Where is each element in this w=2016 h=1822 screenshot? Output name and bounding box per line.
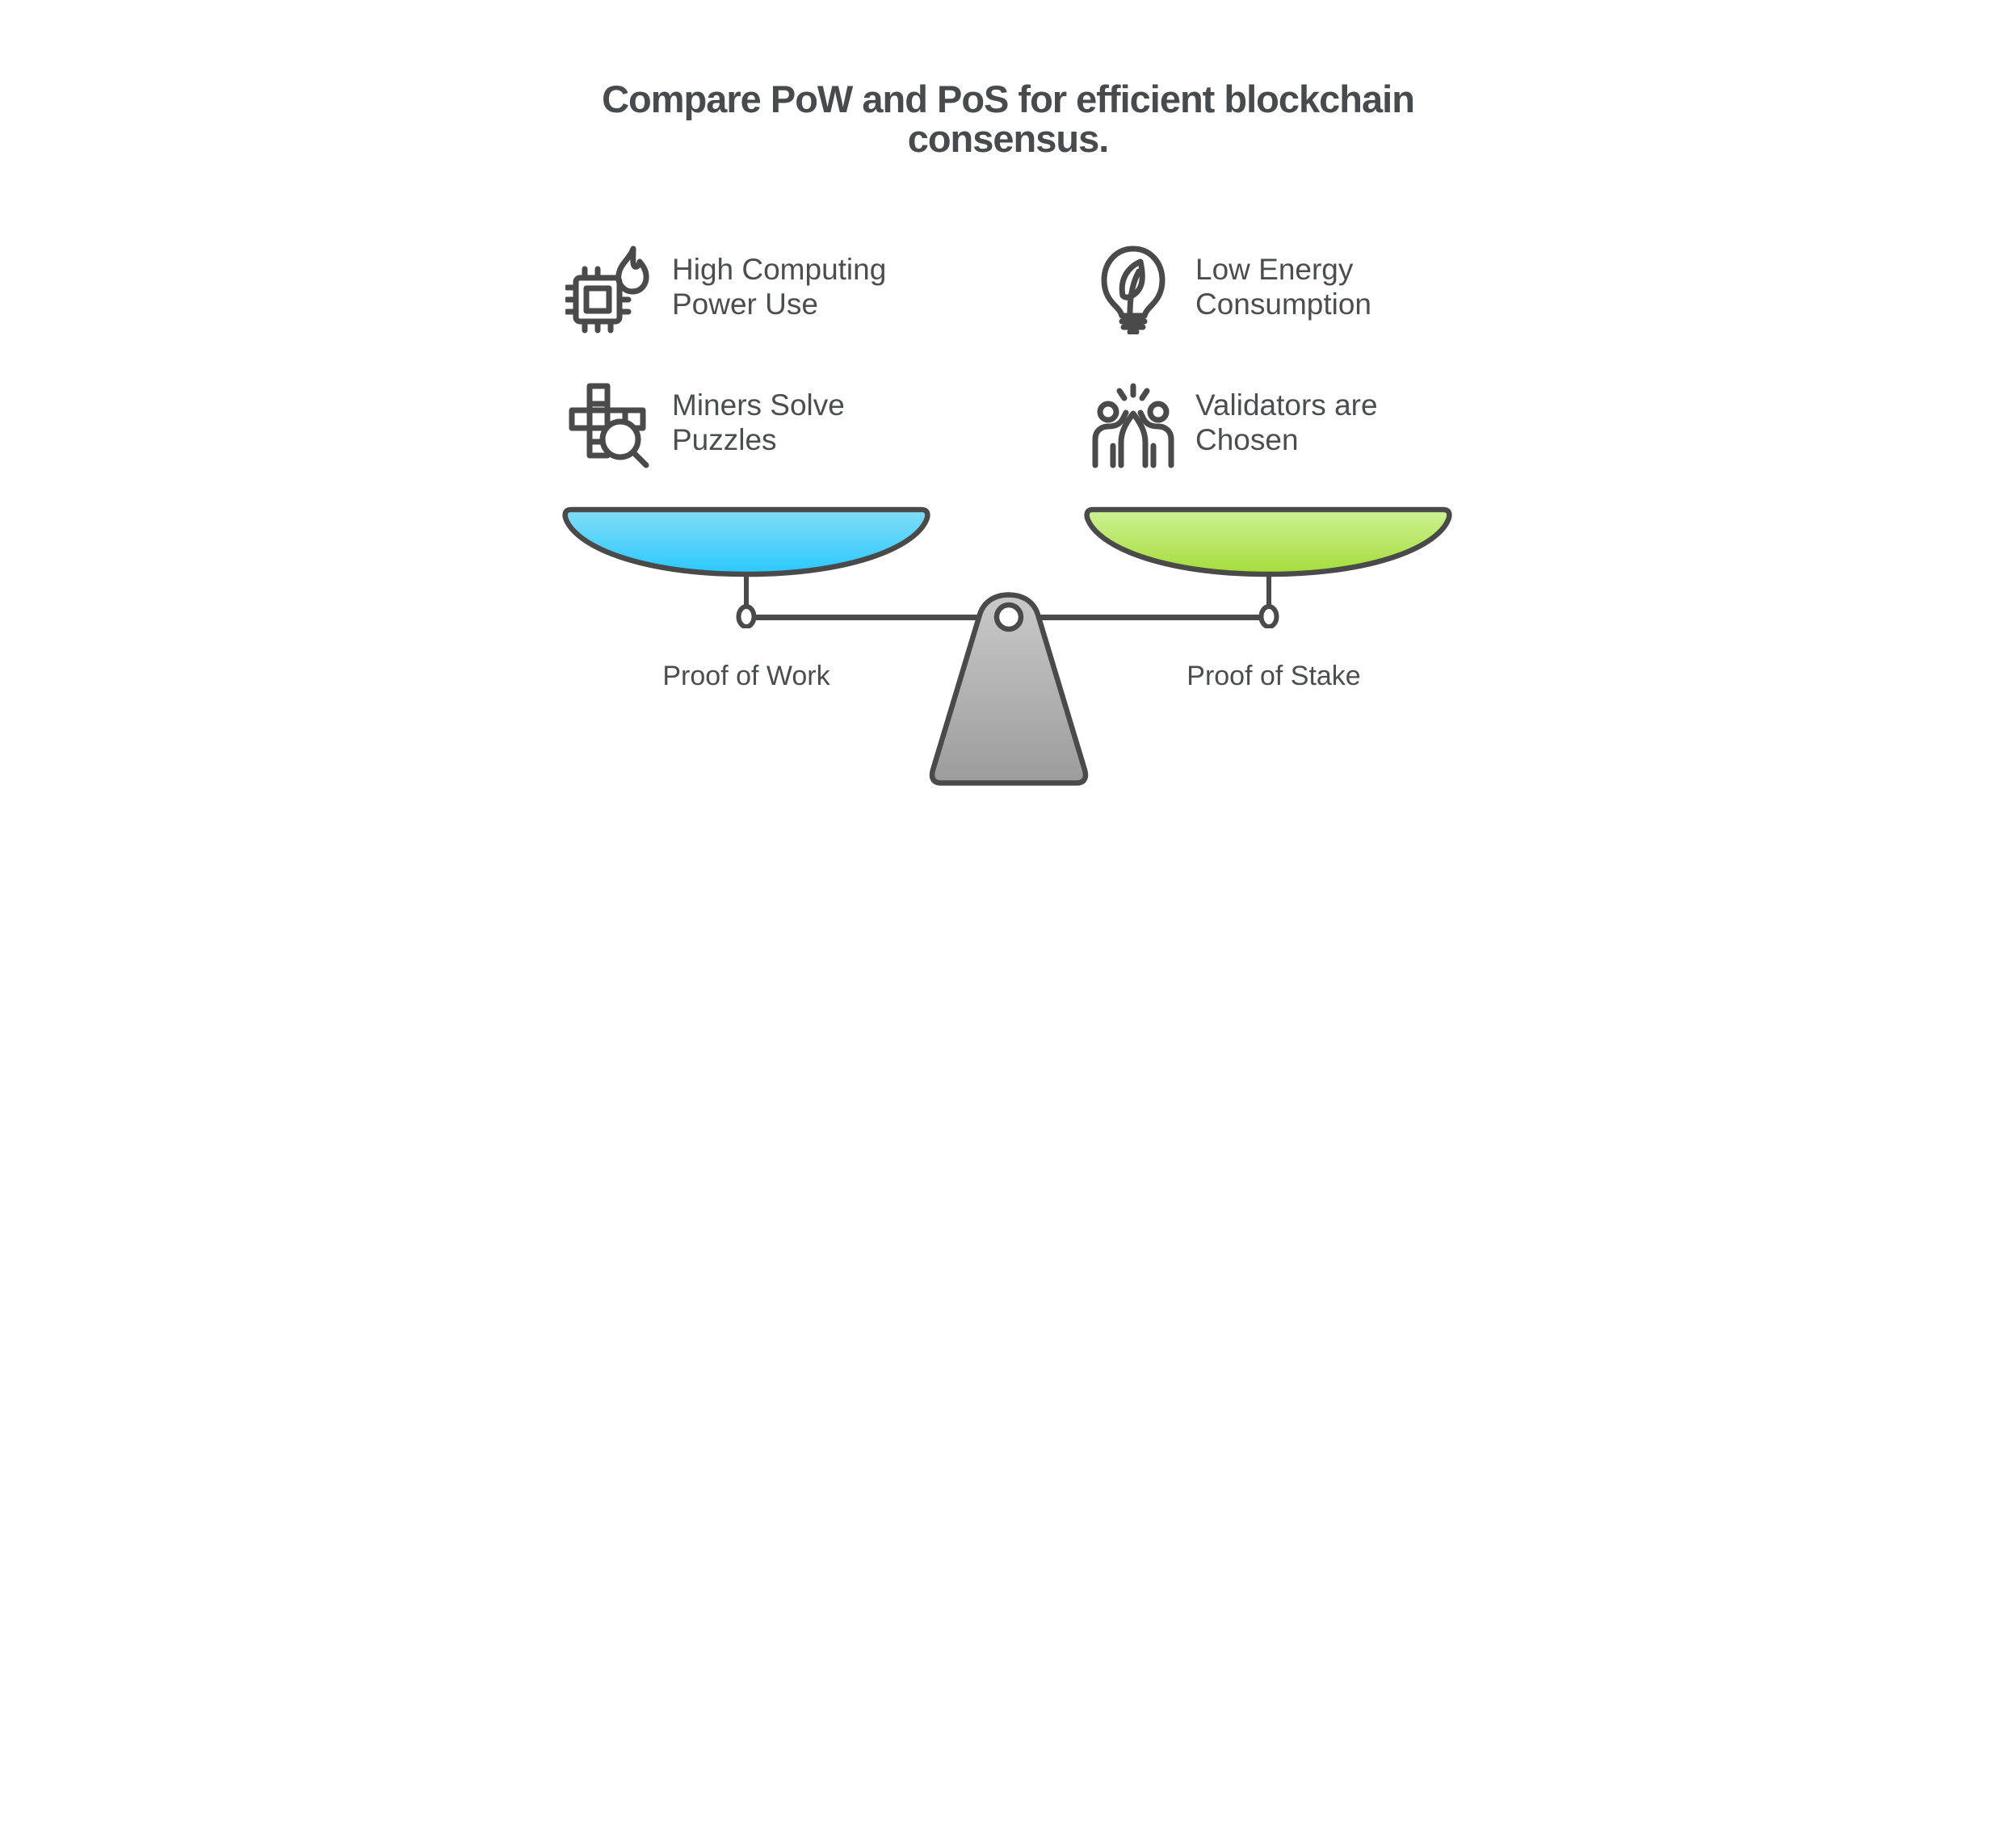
page-title: Compare PoW and PoS for efficient blockc… bbox=[504, 79, 1512, 158]
feature-label: Miners Solve Puzzles bbox=[672, 388, 845, 457]
feature-label-line2: Puzzles bbox=[672, 423, 777, 456]
feature-label: High Computing Power Use bbox=[672, 252, 886, 321]
leaf-bulb-icon bbox=[1101, 246, 1166, 334]
fulcrum bbox=[929, 592, 1089, 786]
pos-hanger-ring bbox=[1258, 604, 1279, 628]
pow-pan-hanger bbox=[736, 575, 757, 628]
feature-label-line1: Low Energy bbox=[1195, 253, 1354, 286]
pivot-hole bbox=[993, 602, 1024, 632]
feature-low-energy: Low Energy Consumption bbox=[1089, 246, 1371, 334]
feature-label-line1: Validators are bbox=[1195, 388, 1378, 422]
pow-pan bbox=[562, 506, 930, 577]
feature-label: Validators are Chosen bbox=[1195, 388, 1378, 457]
high-five-people-icon bbox=[1092, 383, 1174, 468]
pow-hanger-ring bbox=[736, 604, 757, 628]
pow-pos-comparison-diagram: Compare PoW and PoS for efficient blockc… bbox=[504, 0, 1512, 911]
feature-label: Low Energy Consumption bbox=[1195, 252, 1371, 321]
page-title-line1: Compare PoW and PoS for efficient blockc… bbox=[602, 78, 1415, 120]
feature-label-line1: Miners Solve bbox=[672, 388, 845, 422]
feature-miners-solve-puzzles: Miners Solve Puzzles bbox=[565, 381, 845, 470]
pow-label: Proof of Work bbox=[662, 661, 830, 691]
feature-label-line2: Chosen bbox=[1195, 423, 1299, 456]
feature-label-line2: Power Use bbox=[672, 288, 818, 321]
page-title-line2: consensus. bbox=[907, 117, 1110, 160]
feature-label-line2: Consumption bbox=[1195, 288, 1372, 321]
pos-label: Proof of Stake bbox=[1186, 661, 1361, 691]
puzzle-magnifier-icon bbox=[569, 383, 649, 468]
feature-high-computing: High Computing Power Use bbox=[565, 246, 886, 334]
pos-pan bbox=[1084, 506, 1452, 577]
feature-validators-chosen: Validators are Chosen bbox=[1089, 381, 1378, 470]
chip-flame-icon bbox=[565, 246, 649, 334]
pos-pan-hanger bbox=[1258, 575, 1279, 628]
balance-scale: Proof of Work Proof of Stake bbox=[504, 0, 1512, 911]
feature-label-line1: High Computing bbox=[672, 253, 887, 286]
